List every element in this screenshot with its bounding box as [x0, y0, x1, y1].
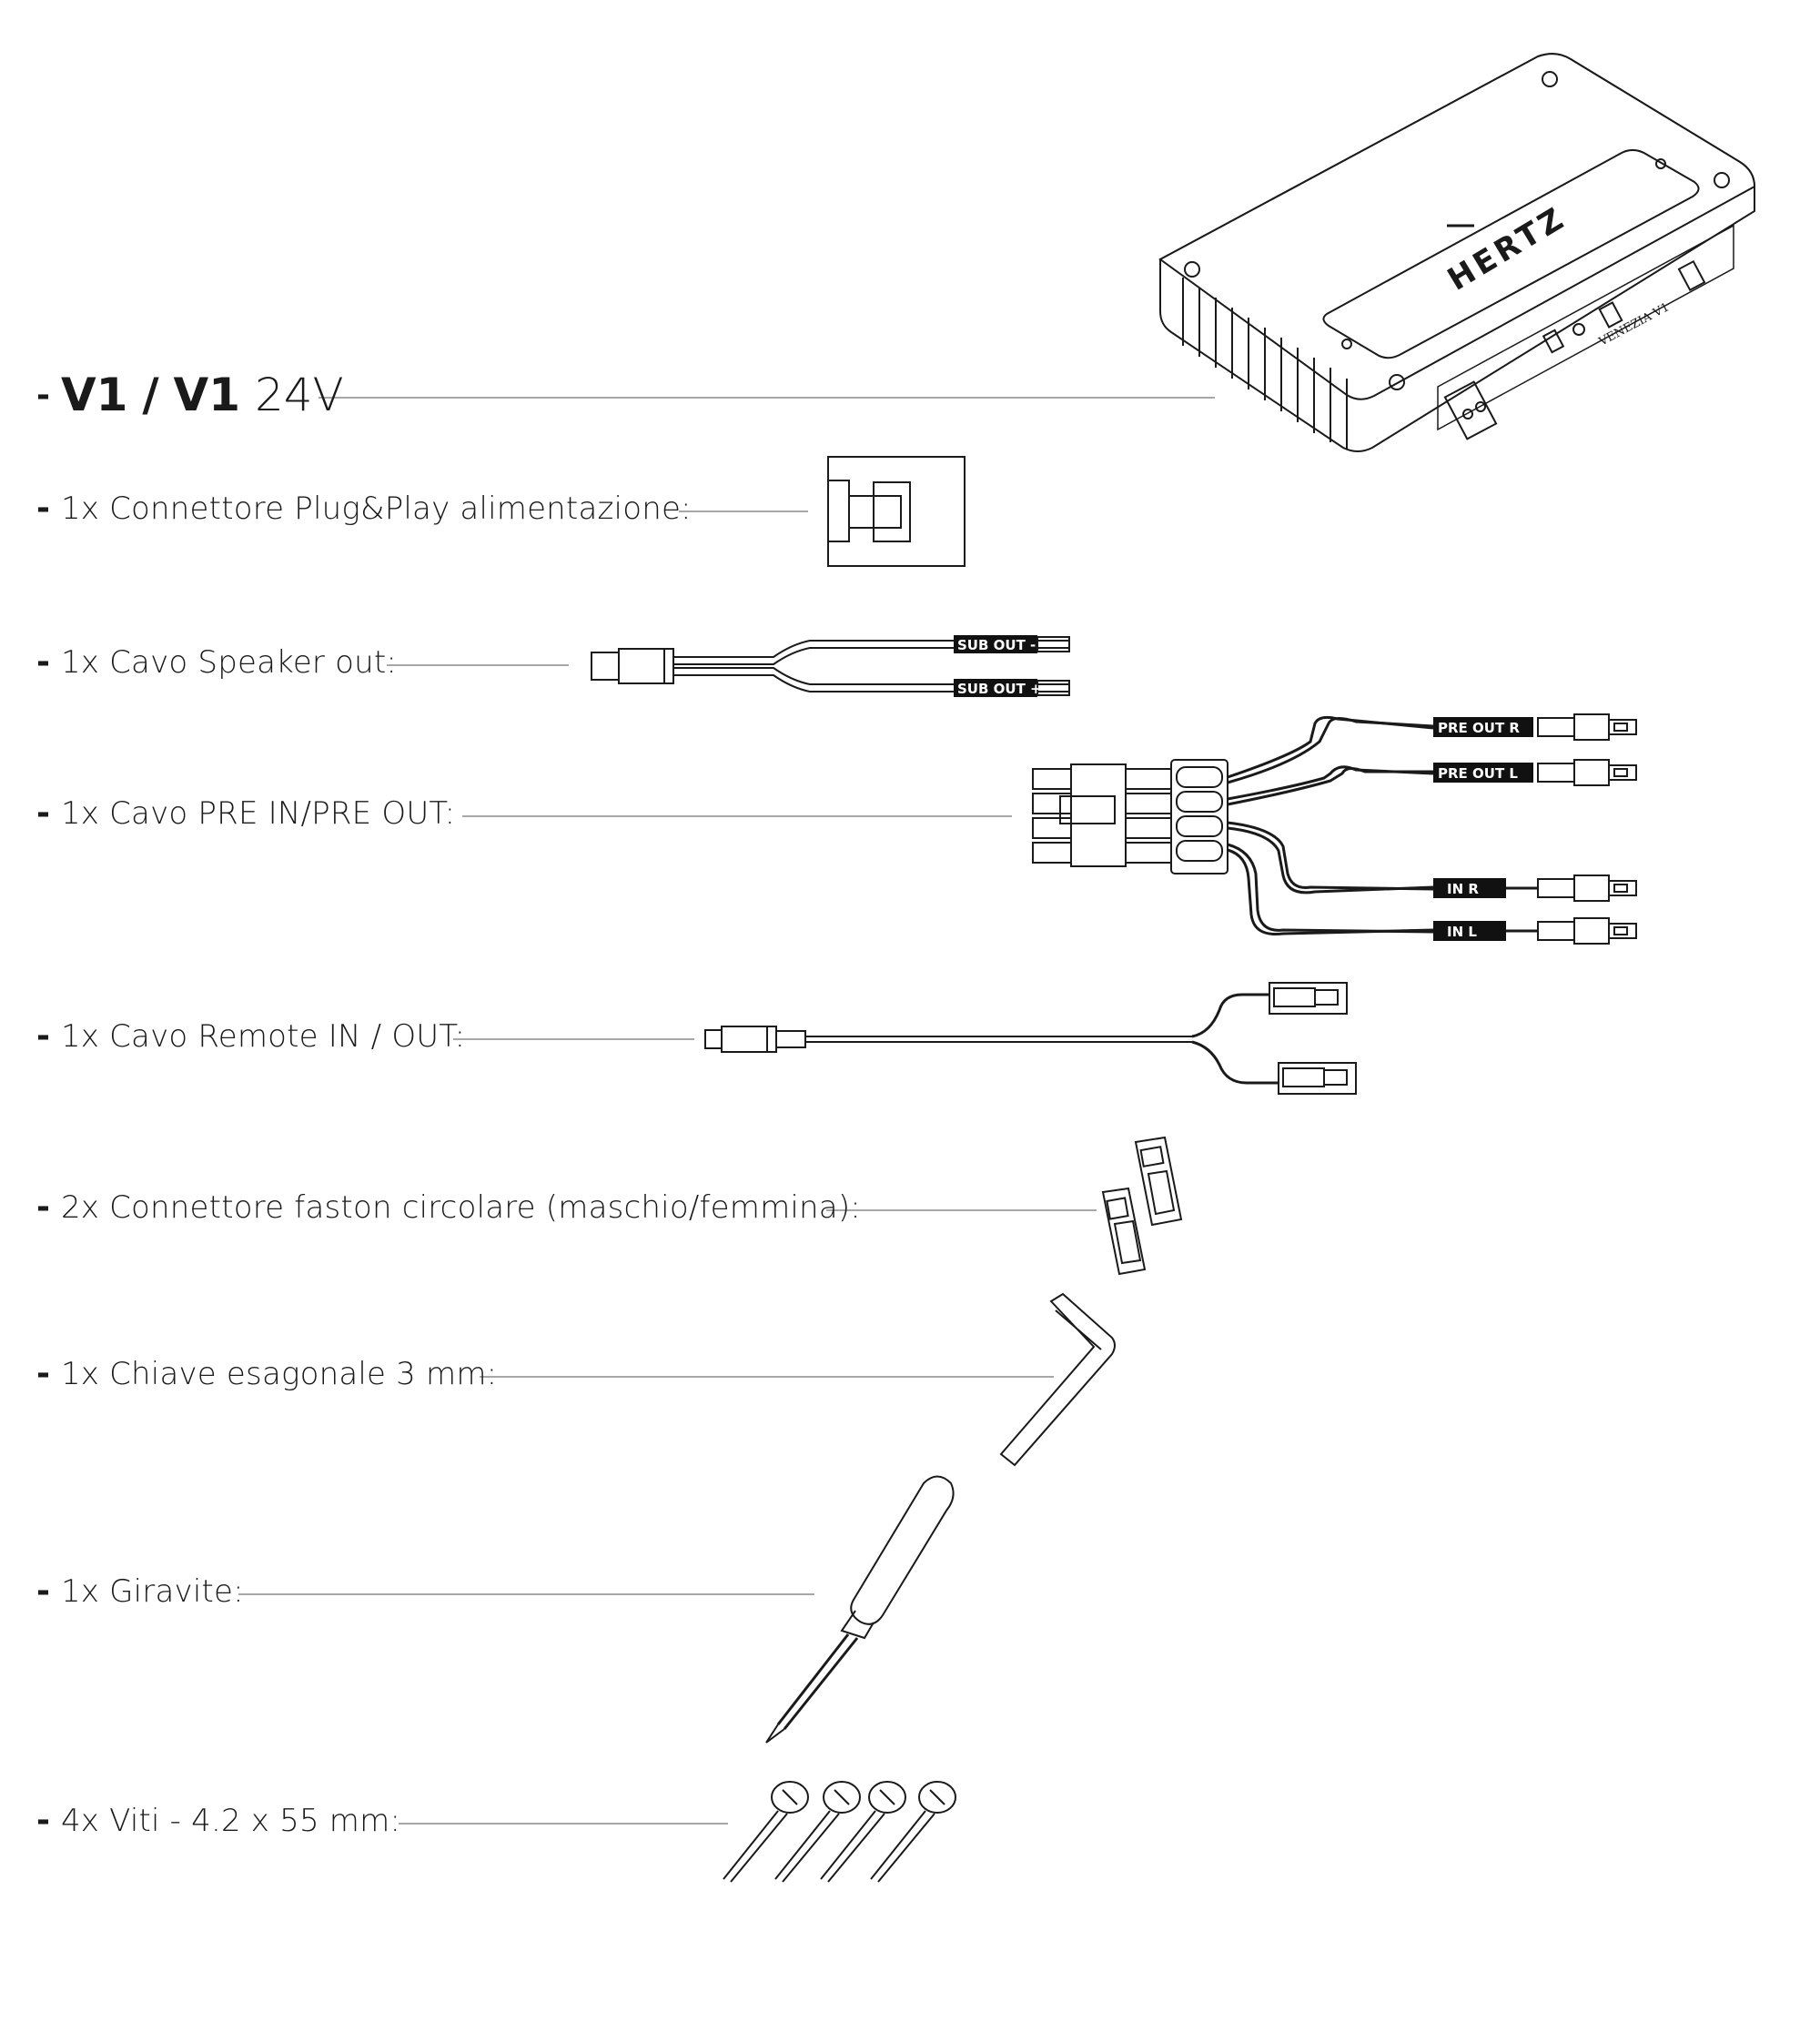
title-dash: - [36, 376, 50, 414]
pre-out-r-label: PRE OUT R [1438, 720, 1520, 736]
list-item: - 1x Cavo Remote IN / OUT: [36, 1017, 465, 1055]
in-l-label: IN L [1447, 924, 1477, 940]
product-title: - V1 / V1 24V [36, 369, 344, 421]
item-dash: - [36, 794, 50, 832]
amplifier-illustration: HERTZ VENEZIA V1 [1158, 53, 1756, 452]
title-text: V1 / V1 24V [61, 369, 344, 421]
item-text: 1x Cavo PRE IN/PRE OUT: [60, 794, 456, 832]
item-dash: - [36, 490, 50, 527]
item-text: 1x Cavo Remote IN / OUT: [60, 1017, 466, 1055]
pre-out-l-label: PRE OUT L [1438, 765, 1518, 782]
pre-in-out-cable-illustration: PRE OUT R PRE OUT L IN R IN L [1032, 713, 1637, 945]
model-b: V1 [173, 369, 241, 421]
speaker-out-cable-illustration: SUB OUT - SUB OUT + [591, 635, 1070, 697]
item-text: 1x Chiave esagonale 3 mm: [60, 1355, 498, 1392]
list-item: - 1x Giravite: [36, 1572, 244, 1610]
item-dash: - [36, 1802, 50, 1839]
in-r-label: IN R [1447, 881, 1479, 897]
item-text: 1x Cavo Speaker out: [60, 643, 398, 681]
leader-lines [238, 397, 1215, 1825]
item-dash: - [36, 1188, 50, 1226]
model-a: V1 [60, 369, 128, 421]
item-text: 1x Connettore Plug&Play alimentazione: [60, 490, 692, 527]
screwdriver-illustration [765, 1475, 955, 1744]
list-item: - 1x Connettore Plug&Play alimentazione: [36, 490, 692, 527]
item-text: 1x Giravite: [60, 1572, 244, 1610]
sub-out-plus-label: SUB OUT + [957, 681, 1042, 697]
screws-illustration [723, 1781, 956, 1883]
item-dash: - [36, 1355, 50, 1392]
item-dash: - [36, 643, 50, 681]
item-text: 4x Viti - 4.2 x 55 mm: [60, 1802, 401, 1839]
item-text: 2x Connettore faston circolare (maschio/… [60, 1188, 861, 1226]
remote-cable-illustration [704, 982, 1357, 1095]
list-item: - 2x Connettore faston circolare (maschi… [36, 1188, 861, 1226]
item-dash: - [36, 1017, 50, 1055]
list-item: - 1x Cavo Speaker out: [36, 643, 397, 681]
list-item: - 1x Chiave esagonale 3 mm: [36, 1355, 497, 1392]
faston-connectors-illustration [1101, 1136, 1183, 1276]
hex-key-illustration [999, 1292, 1116, 1467]
list-item: - 1x Cavo PRE IN/PRE OUT: [36, 794, 455, 832]
title-separator: / [142, 369, 159, 421]
power-connector-illustration [827, 456, 966, 567]
voltage-suffix: 24V [254, 369, 344, 421]
sub-out-minus-label: SUB OUT - [957, 637, 1036, 653]
list-item: - 4x Viti - 4.2 x 55 mm: [36, 1802, 400, 1839]
item-dash: - [36, 1572, 50, 1610]
